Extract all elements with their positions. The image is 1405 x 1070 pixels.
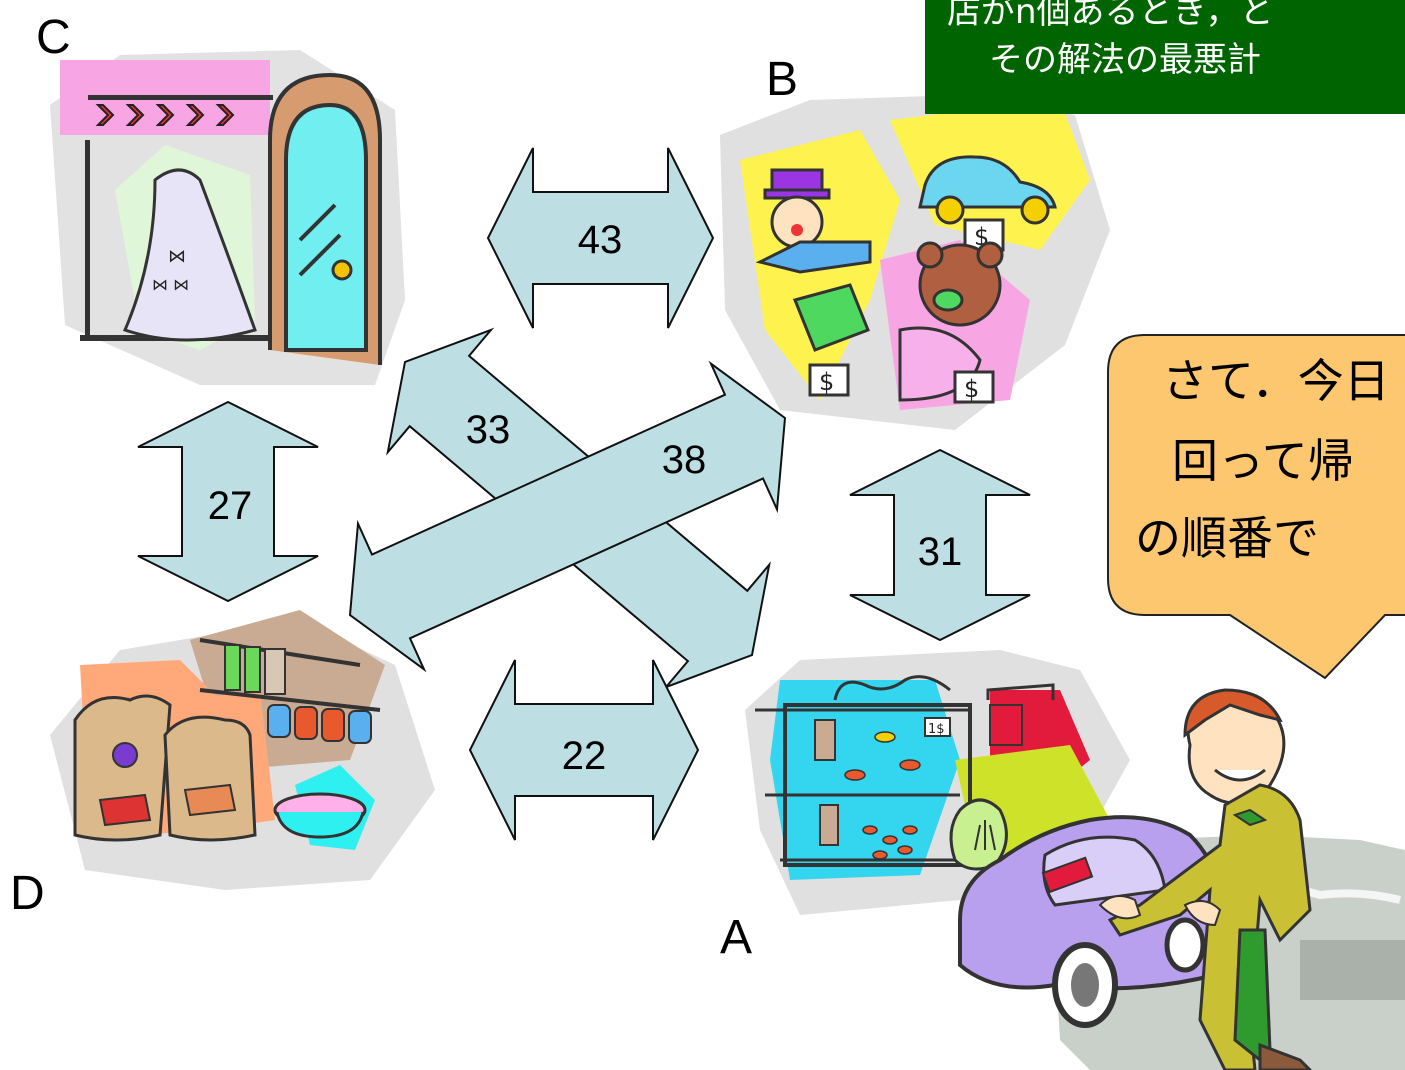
- edge-arrow-b-d: [348, 360, 787, 673]
- svg-text:1$: 1$: [928, 722, 945, 737]
- edge-weight-d-a: 22: [561, 734, 607, 778]
- edge-weight-b-a: 31: [917, 530, 963, 574]
- speech-line-2: 回って帰: [1172, 434, 1354, 488]
- node-c-label: C: [36, 11, 71, 64]
- svg-text:⋈ ⋈: ⋈ ⋈: [152, 275, 189, 294]
- node-d-label: D: [10, 867, 45, 920]
- speech-bubble: [1107, 334, 1405, 680]
- edge-weight-c-b: 43: [577, 218, 623, 262]
- edge-arrows: [137, 147, 1031, 841]
- svg-text:⋈: ⋈: [168, 246, 186, 267]
- salesman-illustration: [958, 688, 1405, 1070]
- edge-arrow-d-a: [468, 659, 700, 841]
- notice-line-2: その解法の最悪計: [989, 40, 1261, 80]
- node-a-label: A: [720, 911, 753, 964]
- edge-weight-c-a: 33: [465, 408, 511, 452]
- speech-line-1: さて．今日: [1162, 354, 1390, 408]
- shop-d-illustration: [50, 610, 435, 890]
- svg-text:$: $: [964, 375, 979, 403]
- edge-weight-c-d: 27: [207, 484, 253, 528]
- edge-weight-b-d: 38: [661, 438, 707, 482]
- shop-c-illustration: ⋈ ⋈ ⋈: [50, 50, 405, 385]
- notice-line-1: 店がn個あるとき，と: [947, 0, 1274, 32]
- shop-b-illustration: $ $ $: [720, 95, 1110, 430]
- edge-arrow-c-d: [137, 400, 319, 603]
- svg-text:$: $: [819, 368, 834, 396]
- edge-arrow-c-b: [486, 147, 715, 329]
- speech-line-3: の順番で: [1135, 511, 1319, 565]
- edge-arrow-b-a: [849, 448, 1031, 642]
- node-b-label: B: [766, 53, 799, 106]
- notice-box: 店がn個あるとき，と その解法の最悪計: [925, 0, 1405, 114]
